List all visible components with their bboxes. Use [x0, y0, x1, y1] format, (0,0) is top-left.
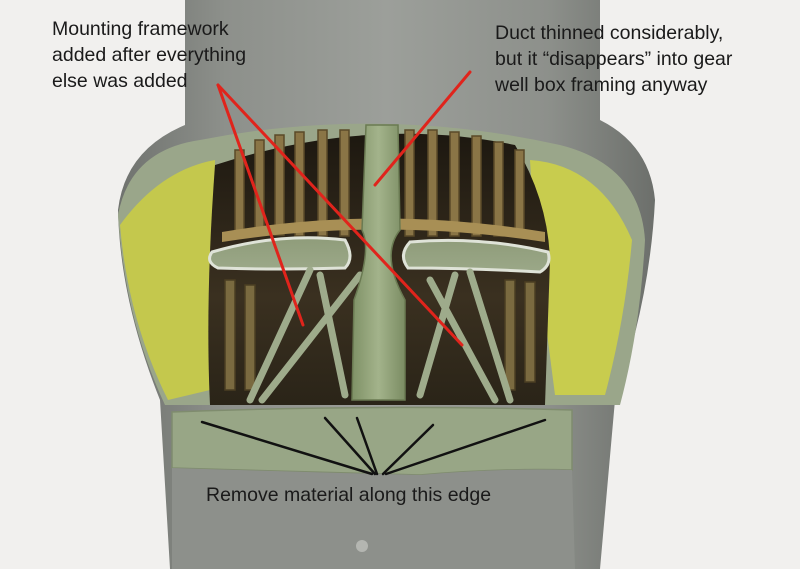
central-duct [351, 124, 406, 401]
plate-right [402, 238, 551, 274]
red-leader-lines [216, 70, 472, 347]
plate-left [208, 236, 352, 271]
duct-annotation: Duct thinned considerably, but it “disap… [495, 22, 733, 96]
brass-ring [222, 218, 545, 242]
remove-edge-annotation: Remove material along this edge [206, 484, 492, 506]
lower-cylinders [224, 279, 536, 391]
mounting-framework [246, 266, 514, 404]
yellow-chromate-left [120, 160, 215, 400]
yellow-chromate-right [530, 160, 632, 395]
black-leader-lines [200, 416, 547, 476]
lower-grey-panel [172, 468, 575, 569]
framework-annotation: Mounting framework added after everythin… [52, 18, 247, 92]
mold-mark [356, 540, 368, 552]
engine-cylinders [234, 129, 525, 237]
gear-door-panel [171, 406, 573, 476]
